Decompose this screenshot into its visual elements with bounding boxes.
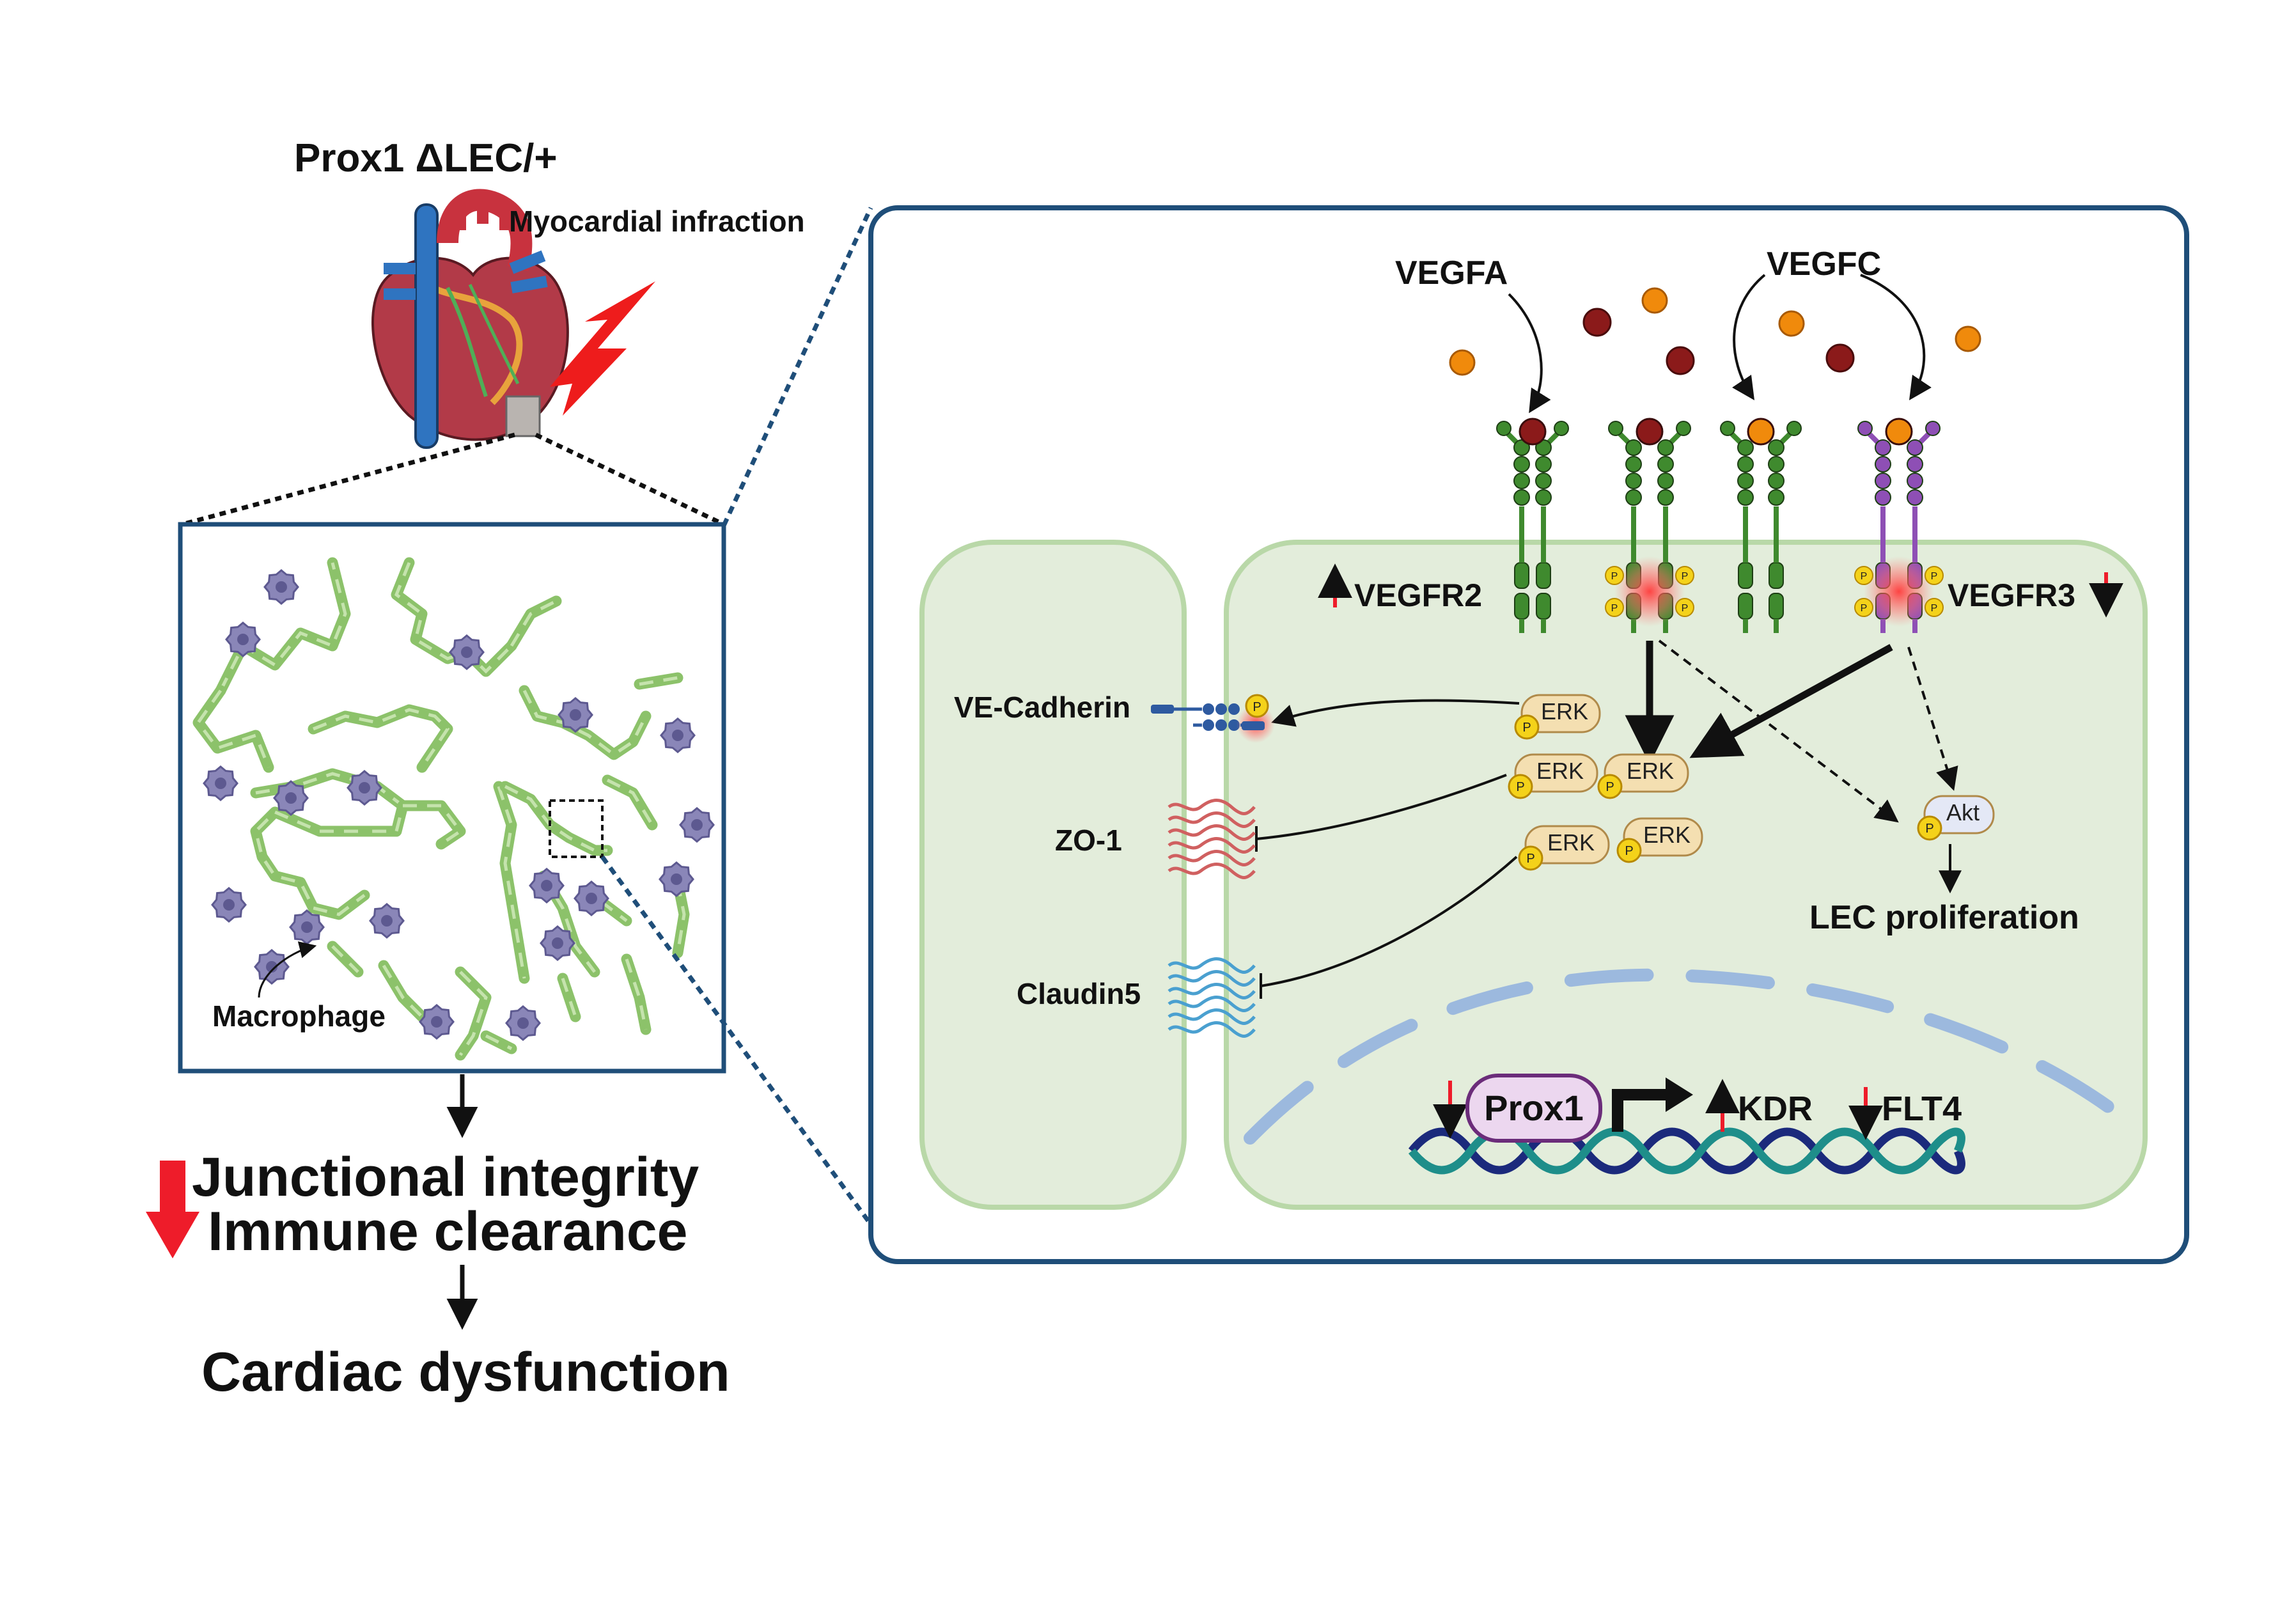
- vessel-highlight: [510, 599, 558, 647]
- svg-text:P: P: [1611, 571, 1618, 582]
- erk-complex: ERK P: [1518, 825, 1610, 871]
- vessel-highlight: [639, 676, 678, 686]
- erk-complex: ERK P: [1597, 753, 1689, 799]
- svg-text:P: P: [1682, 571, 1689, 582]
- macrophage-icon: [347, 770, 382, 806]
- vessel-highlight: [625, 959, 648, 1030]
- lymphatic-vessel: [499, 781, 613, 856]
- erk-complex: ERK P: [1514, 694, 1601, 740]
- svg-text:P: P: [1526, 852, 1535, 866]
- macrophages: [203, 569, 715, 1041]
- vessel-highlight: [600, 900, 628, 922]
- macrophage-icon: [203, 765, 238, 801]
- svg-text:ERK: ERK: [1541, 698, 1588, 724]
- macrophage-icon: [529, 868, 565, 904]
- macrophage-icon: [419, 1004, 455, 1040]
- svg-text:P: P: [1931, 571, 1938, 582]
- vessel-highlight: [561, 978, 577, 1017]
- vessel-highlight: [313, 708, 450, 769]
- macrophage-icon: [263, 569, 299, 605]
- erk-complex: ERK P: [1616, 817, 1703, 863]
- neighbor-cell: [919, 540, 1187, 1210]
- macrophage-icon: [679, 807, 715, 843]
- vessel-highlight: [542, 875, 596, 973]
- svg-text:ERK: ERK: [1643, 822, 1691, 848]
- svg-text:P: P: [1925, 822, 1933, 836]
- macrophage-icon: [254, 949, 290, 985]
- macrophage-icon: [660, 717, 696, 753]
- zo1-label: ZO-1: [1055, 824, 1122, 857]
- svg-text:ERK: ERK: [1536, 758, 1584, 784]
- vessel-highlight: [331, 945, 359, 973]
- svg-text:P: P: [1253, 700, 1261, 714]
- event-label: Myocardial infraction: [509, 205, 805, 238]
- macrophage-icon: [289, 909, 325, 945]
- svg-text:ERK: ERK: [1547, 829, 1595, 856]
- prox1-label: Prox1: [1484, 1088, 1584, 1128]
- vessel-highlight: [485, 1034, 513, 1051]
- lymphatic-endothelial-cell: [1224, 540, 2148, 1210]
- immune-label: Immune clearance: [208, 1201, 687, 1262]
- vessel-highlight: [403, 804, 463, 846]
- nucleus-envelope: [1244, 968, 2123, 1145]
- junctional-label: Junctional integrity: [192, 1146, 699, 1208]
- vessel-highlight: [522, 689, 648, 757]
- zoom-region: [549, 799, 604, 858]
- flt4-label: FLT4: [1882, 1090, 1962, 1128]
- svg-text:ERK: ERK: [1627, 758, 1674, 784]
- heart-icon: [371, 189, 569, 449]
- receptors: P P P P P P P P: [1496, 418, 1944, 633]
- macrophage-icon: [659, 861, 694, 897]
- macrophage-icon: [558, 697, 593, 733]
- genotype-title: Prox1 ΔLEC/+: [294, 136, 558, 180]
- macrophage-icon: [574, 880, 609, 916]
- svg-text:Akt: Akt: [1946, 799, 1980, 826]
- kdr-label: KDR: [1738, 1090, 1813, 1128]
- svg-text:P: P: [1605, 780, 1614, 794]
- vessel-highlight: [196, 689, 270, 768]
- down-arrow-icon: [146, 1161, 199, 1258]
- zo1-icon: [1168, 799, 1256, 879]
- macrophage-icon: [505, 1005, 541, 1041]
- macrophage-icon: [449, 634, 485, 670]
- free-ligands: [1449, 287, 1981, 376]
- ve-cadherin-label: VE-Cadherin: [954, 691, 1130, 724]
- vegfr3-label: VEGFR3: [1948, 577, 2075, 613]
- svg-text:P: P: [1522, 721, 1531, 735]
- ve-cadherin-icon: P: [1151, 694, 1275, 743]
- svg-text:P: P: [1516, 780, 1524, 794]
- macrophage-icon: [225, 622, 261, 657]
- macrophage-icon: [369, 903, 405, 939]
- lightning-bolt-icon: [550, 281, 655, 416]
- vessel-highlight: [497, 786, 526, 979]
- vessel-highlight: [394, 562, 513, 674]
- vessel-highlight: [458, 971, 488, 1056]
- claudin5-label: Claudin5: [1017, 977, 1141, 1010]
- claudin5-icon: [1168, 957, 1256, 1038]
- proliferation-label: LEC proliferation: [1809, 899, 2079, 936]
- macrophage-icon: [211, 887, 247, 923]
- svg-text:P: P: [1625, 844, 1633, 858]
- vessel-highlight: [254, 810, 366, 916]
- vegfa-label: VEGFA: [1395, 254, 1508, 292]
- dysfunction-label: Cardiac dysfunction: [201, 1342, 730, 1403]
- svg-text:P: P: [1611, 603, 1618, 614]
- erk-complex: ERK P: [1508, 753, 1598, 799]
- transcription-arrow: [1612, 1089, 1670, 1132]
- prox1-box: [1465, 1074, 1602, 1143]
- svg-text:P: P: [1682, 603, 1689, 614]
- vessel-highlight: [382, 964, 423, 1018]
- svg-text:P: P: [1861, 603, 1868, 614]
- svg-text:P: P: [1861, 571, 1868, 582]
- macrophage-label: Macrophage: [212, 999, 386, 1033]
- svg-text:P: P: [1931, 603, 1938, 614]
- vegfr2-label: VEGFR2: [1354, 577, 1482, 613]
- macrophage-icon: [273, 780, 309, 816]
- vessel-highlight: [606, 778, 654, 826]
- macrophage-icon: [540, 925, 575, 961]
